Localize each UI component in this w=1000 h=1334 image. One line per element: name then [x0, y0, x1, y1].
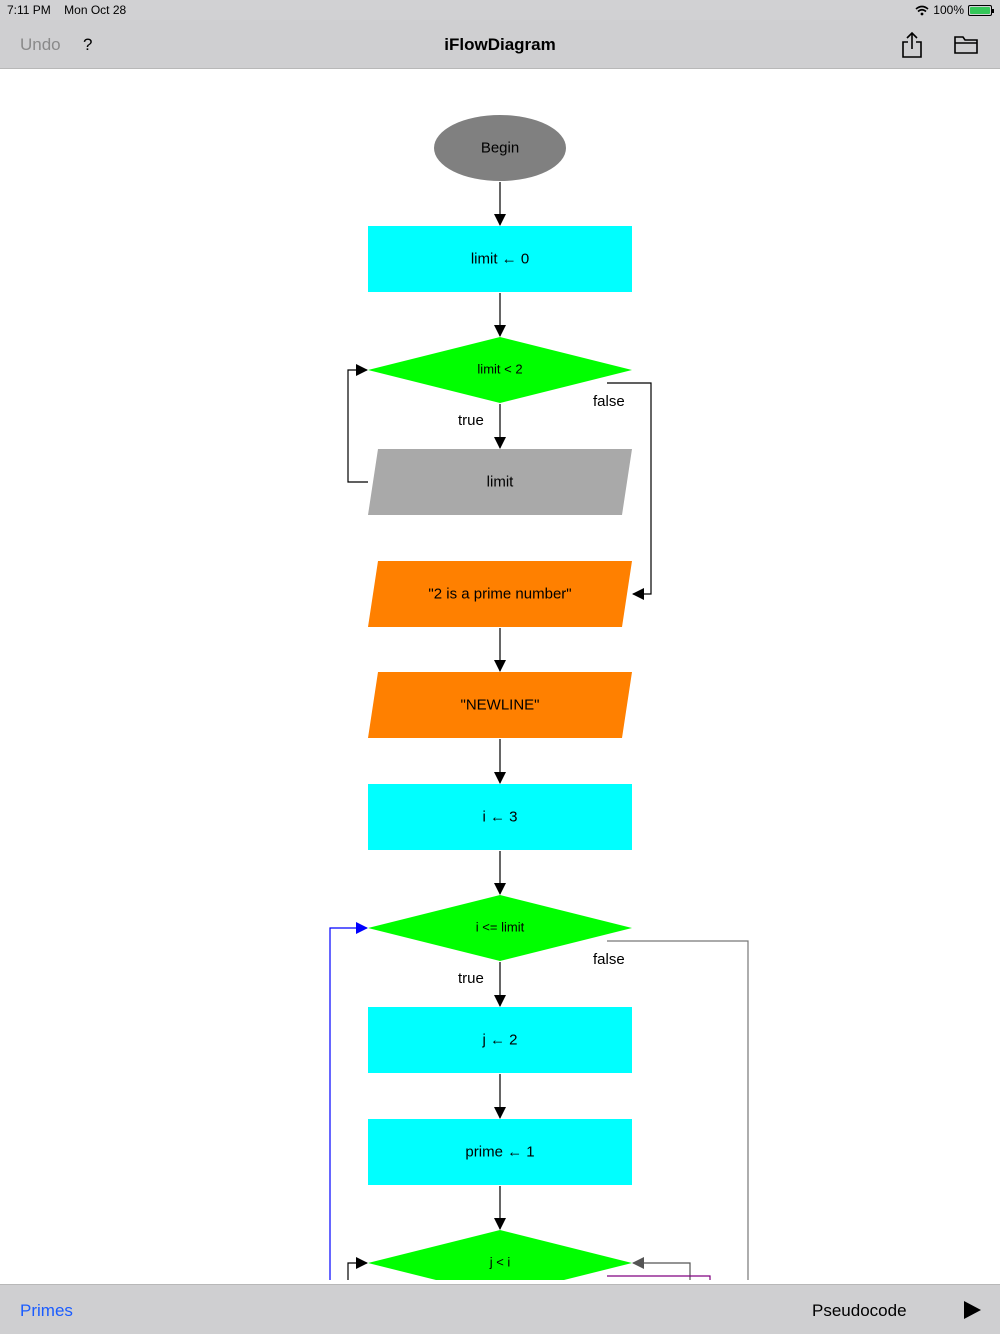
begin-terminal[interactable]	[434, 115, 566, 181]
page-title: iFlowDiagram	[444, 35, 556, 54]
false-label: false	[593, 951, 625, 968]
status-left: 7:11 PM Mon Oct 28	[7, 3, 136, 17]
begin-label: Begin	[480, 139, 520, 157]
output-newline-parallelogram[interactable]	[368, 672, 632, 738]
share-icon[interactable]	[899, 31, 925, 59]
assign-limit-box[interactable]	[368, 226, 632, 292]
loop-to-decision-j	[347, 1257, 368, 1280]
assign-prime-label: prime ← 1	[465, 1143, 535, 1161]
battery-fill	[970, 6, 990, 14]
loop-blue-to-decision-i	[329, 922, 368, 1280]
input-limit-label: limit	[486, 473, 514, 491]
flowchart-svg	[329, 115, 749, 1280]
false-branch-limit	[607, 382, 652, 600]
output-prime-parallelogram[interactable]	[368, 561, 632, 627]
status-right: 100%	[915, 3, 994, 17]
assign-i-label: i ← 3	[482, 808, 518, 826]
status-time: 7:11 PM	[7, 3, 51, 17]
decision-j-label: j < i	[489, 1254, 511, 1270]
folder-icon[interactable]	[953, 33, 979, 55]
assign-limit-label: limit ← 0	[470, 250, 530, 268]
decision-i-diamond[interactable]	[368, 895, 632, 961]
false-branch-j	[607, 1275, 711, 1280]
loop-input-to-decision	[347, 364, 368, 483]
true-label: true	[458, 970, 484, 987]
battery-percent: 100%	[933, 3, 964, 17]
assign-j-label: j ← 2	[482, 1031, 518, 1049]
flowchart-canvas[interactable]: Begin limit ← 0 limit < 2 limit "2 is a …	[0, 70, 1000, 1280]
output-prime-label: "2 is a prime number"	[428, 585, 572, 603]
decision-limit-label: limit < 2	[477, 361, 523, 377]
true-label: true	[458, 412, 484, 429]
help-button[interactable]: ?	[83, 35, 93, 54]
play-icon[interactable]	[962, 1300, 982, 1320]
decision-i-label: i <= limit	[475, 919, 525, 935]
assign-j-box[interactable]	[368, 1007, 632, 1073]
status-date: Mon Oct 28	[64, 3, 127, 17]
false-label: false	[593, 393, 625, 410]
bottom-toolbar: Primes Pseudocode	[0, 1284, 1000, 1334]
undo-button[interactable]: Undo	[20, 35, 61, 54]
input-limit-parallelogram[interactable]	[368, 449, 632, 515]
wifi-icon	[915, 5, 929, 15]
decision-j-diamond[interactable]	[368, 1230, 632, 1280]
return-to-decision-j	[632, 1257, 691, 1280]
pseudocode-button[interactable]: Pseudocode	[812, 1301, 907, 1320]
output-newline-label: "NEWLINE"	[460, 696, 540, 714]
false-branch-i	[607, 940, 749, 1280]
nav-bar: Undo ? iFlowDiagram	[0, 20, 1000, 69]
decision-limit-diamond[interactable]	[368, 337, 632, 403]
assign-prime-box[interactable]	[368, 1119, 632, 1185]
status-bar: 7:11 PM Mon Oct 28 100%	[0, 0, 1000, 20]
program-name-button[interactable]: Primes	[20, 1301, 73, 1320]
battery-icon	[968, 4, 994, 16]
assign-i-box[interactable]	[368, 784, 632, 850]
